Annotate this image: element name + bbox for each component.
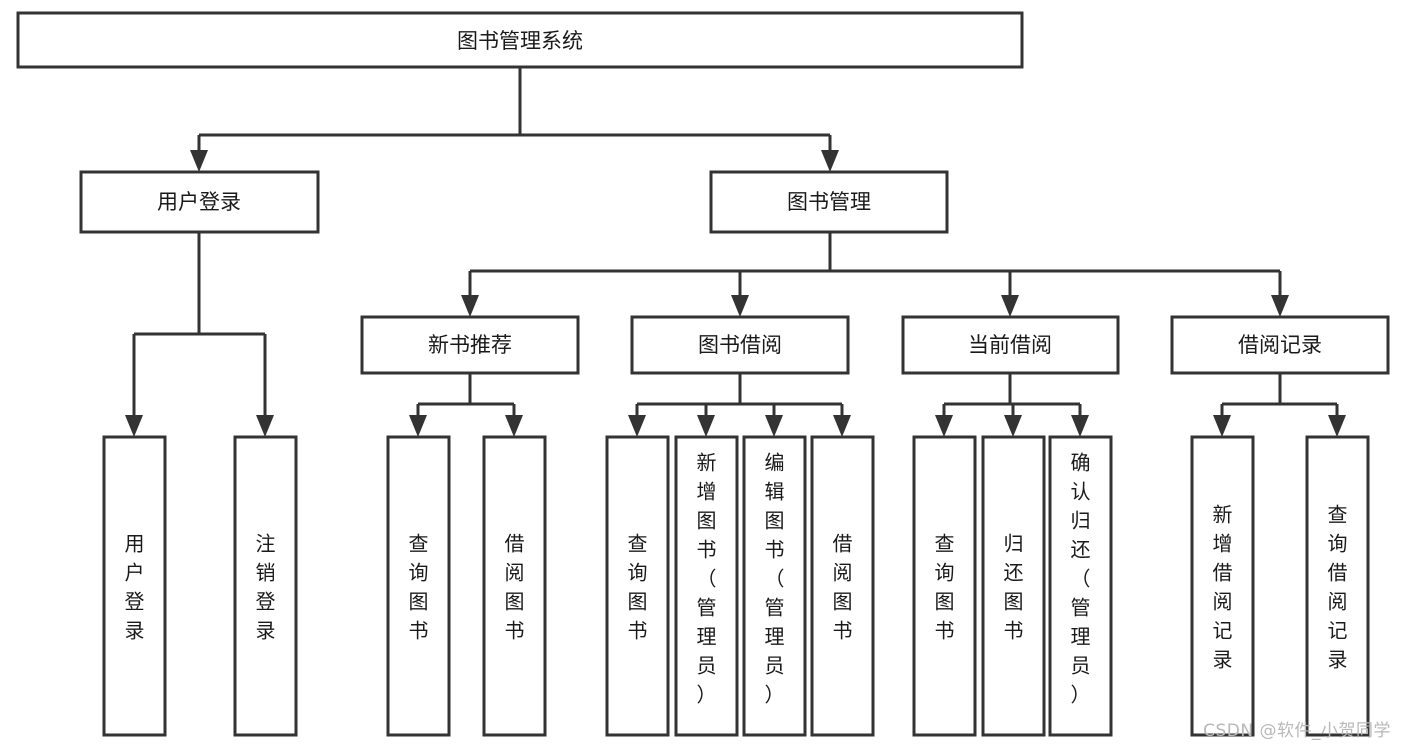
arrow-to-book-borrow xyxy=(731,295,749,317)
leaf-records-query-box[interactable] xyxy=(1305,435,1370,737)
node-book-manage[interactable]: 图书管理 xyxy=(709,170,949,234)
node-borrow-records[interactable]: 借阅记录 xyxy=(1170,315,1390,375)
leaf-borrow-query-box[interactable] xyxy=(605,435,670,737)
node-current-borrow-label: 当前借阅 xyxy=(968,333,1052,357)
leaf-user-login-box[interactable] xyxy=(102,435,167,737)
node-borrow-records-box[interactable] xyxy=(1170,315,1390,375)
leaf-borrow-lend[interactable]: 借阅图书 xyxy=(810,435,875,737)
arrow-to-borrow-leaf-3 xyxy=(765,415,783,437)
node-current-borrow-box[interactable] xyxy=(901,315,1120,375)
leaf-borrow-query[interactable]: 查询图书 xyxy=(605,435,670,737)
arrow-to-leaf-logout xyxy=(256,415,274,437)
node-book-borrow-label: 图书借阅 xyxy=(698,333,782,357)
node-current-borrow[interactable]: 当前借阅 xyxy=(901,315,1120,375)
arrow-to-current-leaf-2 xyxy=(1004,415,1022,437)
node-book-borrow[interactable]: 图书借阅 xyxy=(630,315,850,375)
leaf-records-add-label: 新增借阅记录 xyxy=(1213,503,1233,672)
arrow-to-borrow-leaf-2 xyxy=(697,415,715,437)
leaf-newbook-query[interactable]: 查询图书 xyxy=(386,435,451,737)
leaf-logout[interactable]: 注销登录 xyxy=(233,435,298,737)
arrow-to-records-leaf-2 xyxy=(1328,415,1346,437)
leaf-current-query-box[interactable] xyxy=(912,435,977,737)
leaf-current-confirm-return-box[interactable] xyxy=(1048,435,1113,737)
arrow-to-records-leaf-1 xyxy=(1213,415,1231,437)
node-new-book-recommend-label: 新书推荐 xyxy=(428,333,512,357)
leaf-records-add-box[interactable] xyxy=(1190,435,1255,737)
arrow-to-user-login xyxy=(190,150,208,172)
node-new-book-recommend[interactable]: 新书推荐 xyxy=(360,315,580,375)
leaf-borrow-lend-box[interactable] xyxy=(810,435,875,737)
arrow-to-book-manage xyxy=(821,150,839,172)
node-book-manage-box[interactable] xyxy=(709,170,949,234)
leaf-newbook-borrow-box[interactable] xyxy=(482,435,547,737)
leaf-borrow-lend-label: 借阅图书 xyxy=(833,532,853,643)
leaf-current-return[interactable]: 归还图书 xyxy=(981,435,1046,737)
node-borrow-records-label: 借阅记录 xyxy=(1238,333,1322,357)
leaf-borrow-add-box[interactable] xyxy=(674,435,739,737)
node-user-login-box[interactable] xyxy=(79,170,320,234)
node-book-manage-label: 图书管理 xyxy=(787,190,871,214)
leaf-records-query-label: 查询借阅记录 xyxy=(1328,503,1348,672)
leaf-user-login[interactable]: 用户登录 xyxy=(102,435,167,737)
arrow-to-current-borrow xyxy=(1001,295,1019,317)
leaf-borrow-add-label: 新增图书（管理员） xyxy=(697,451,717,707)
leaf-records-query[interactable]: 查询借阅记录 xyxy=(1305,435,1370,737)
leaf-current-confirm-return-label: 确认归还（管理员） xyxy=(1071,451,1091,707)
arrow-to-newbook-leaf-2 xyxy=(505,415,523,437)
leaf-current-query[interactable]: 查询图书 xyxy=(912,435,977,737)
arrow-to-borrow-records xyxy=(1271,295,1289,317)
arrow-to-borrow-leaf-4 xyxy=(833,415,851,437)
leaf-records-add[interactable]: 新增借阅记录 xyxy=(1190,435,1255,737)
leaf-newbook-borrow-label: 借阅图书 xyxy=(505,532,525,643)
node-book-borrow-box[interactable] xyxy=(630,315,850,375)
leaf-current-return-label: 归还图书 xyxy=(1004,532,1024,643)
leaf-borrow-edit-box[interactable] xyxy=(742,435,807,737)
node-root-box[interactable] xyxy=(16,11,1024,69)
arrow-to-current-leaf-1 xyxy=(935,415,953,437)
leaf-user-login-label: 用户登录 xyxy=(125,532,145,643)
leaf-current-confirm-return[interactable]: 确认归还（管理员） xyxy=(1048,435,1113,737)
node-new-book-recommend-box[interactable] xyxy=(360,315,580,375)
leaf-borrow-edit[interactable]: 编辑图书（管理员） xyxy=(742,435,807,737)
arrow-to-newbook-leaf-1 xyxy=(409,415,427,437)
leaf-newbook-borrow[interactable]: 借阅图书 xyxy=(482,435,547,737)
node-root[interactable]: 图书管理系统 xyxy=(16,11,1024,69)
arrow-to-leaf-user-login xyxy=(125,415,143,437)
connectors xyxy=(125,67,1346,437)
leaf-borrow-edit-label: 编辑图书（管理员） xyxy=(765,451,785,707)
leaf-newbook-query-box[interactable] xyxy=(386,435,451,737)
leaf-current-return-box[interactable] xyxy=(981,435,1046,737)
leaf-borrow-add[interactable]: 新增图书（管理员） xyxy=(674,435,739,737)
node-user-login-label: 用户登录 xyxy=(157,190,241,214)
leaf-borrow-query-label: 查询图书 xyxy=(628,532,648,643)
leaf-newbook-query-label: 查询图书 xyxy=(409,532,429,643)
leaf-logout-label: 注销登录 xyxy=(256,532,276,643)
node-root-label: 图书管理系统 xyxy=(457,29,583,53)
arrow-to-current-leaf-3 xyxy=(1071,415,1089,437)
arrow-to-borrow-leaf-1 xyxy=(628,415,646,437)
leaf-logout-box[interactable] xyxy=(233,435,298,737)
arrow-to-new-book xyxy=(461,295,479,317)
leaf-current-query-label: 查询图书 xyxy=(935,532,955,643)
node-user-login[interactable]: 用户登录 xyxy=(79,170,320,234)
